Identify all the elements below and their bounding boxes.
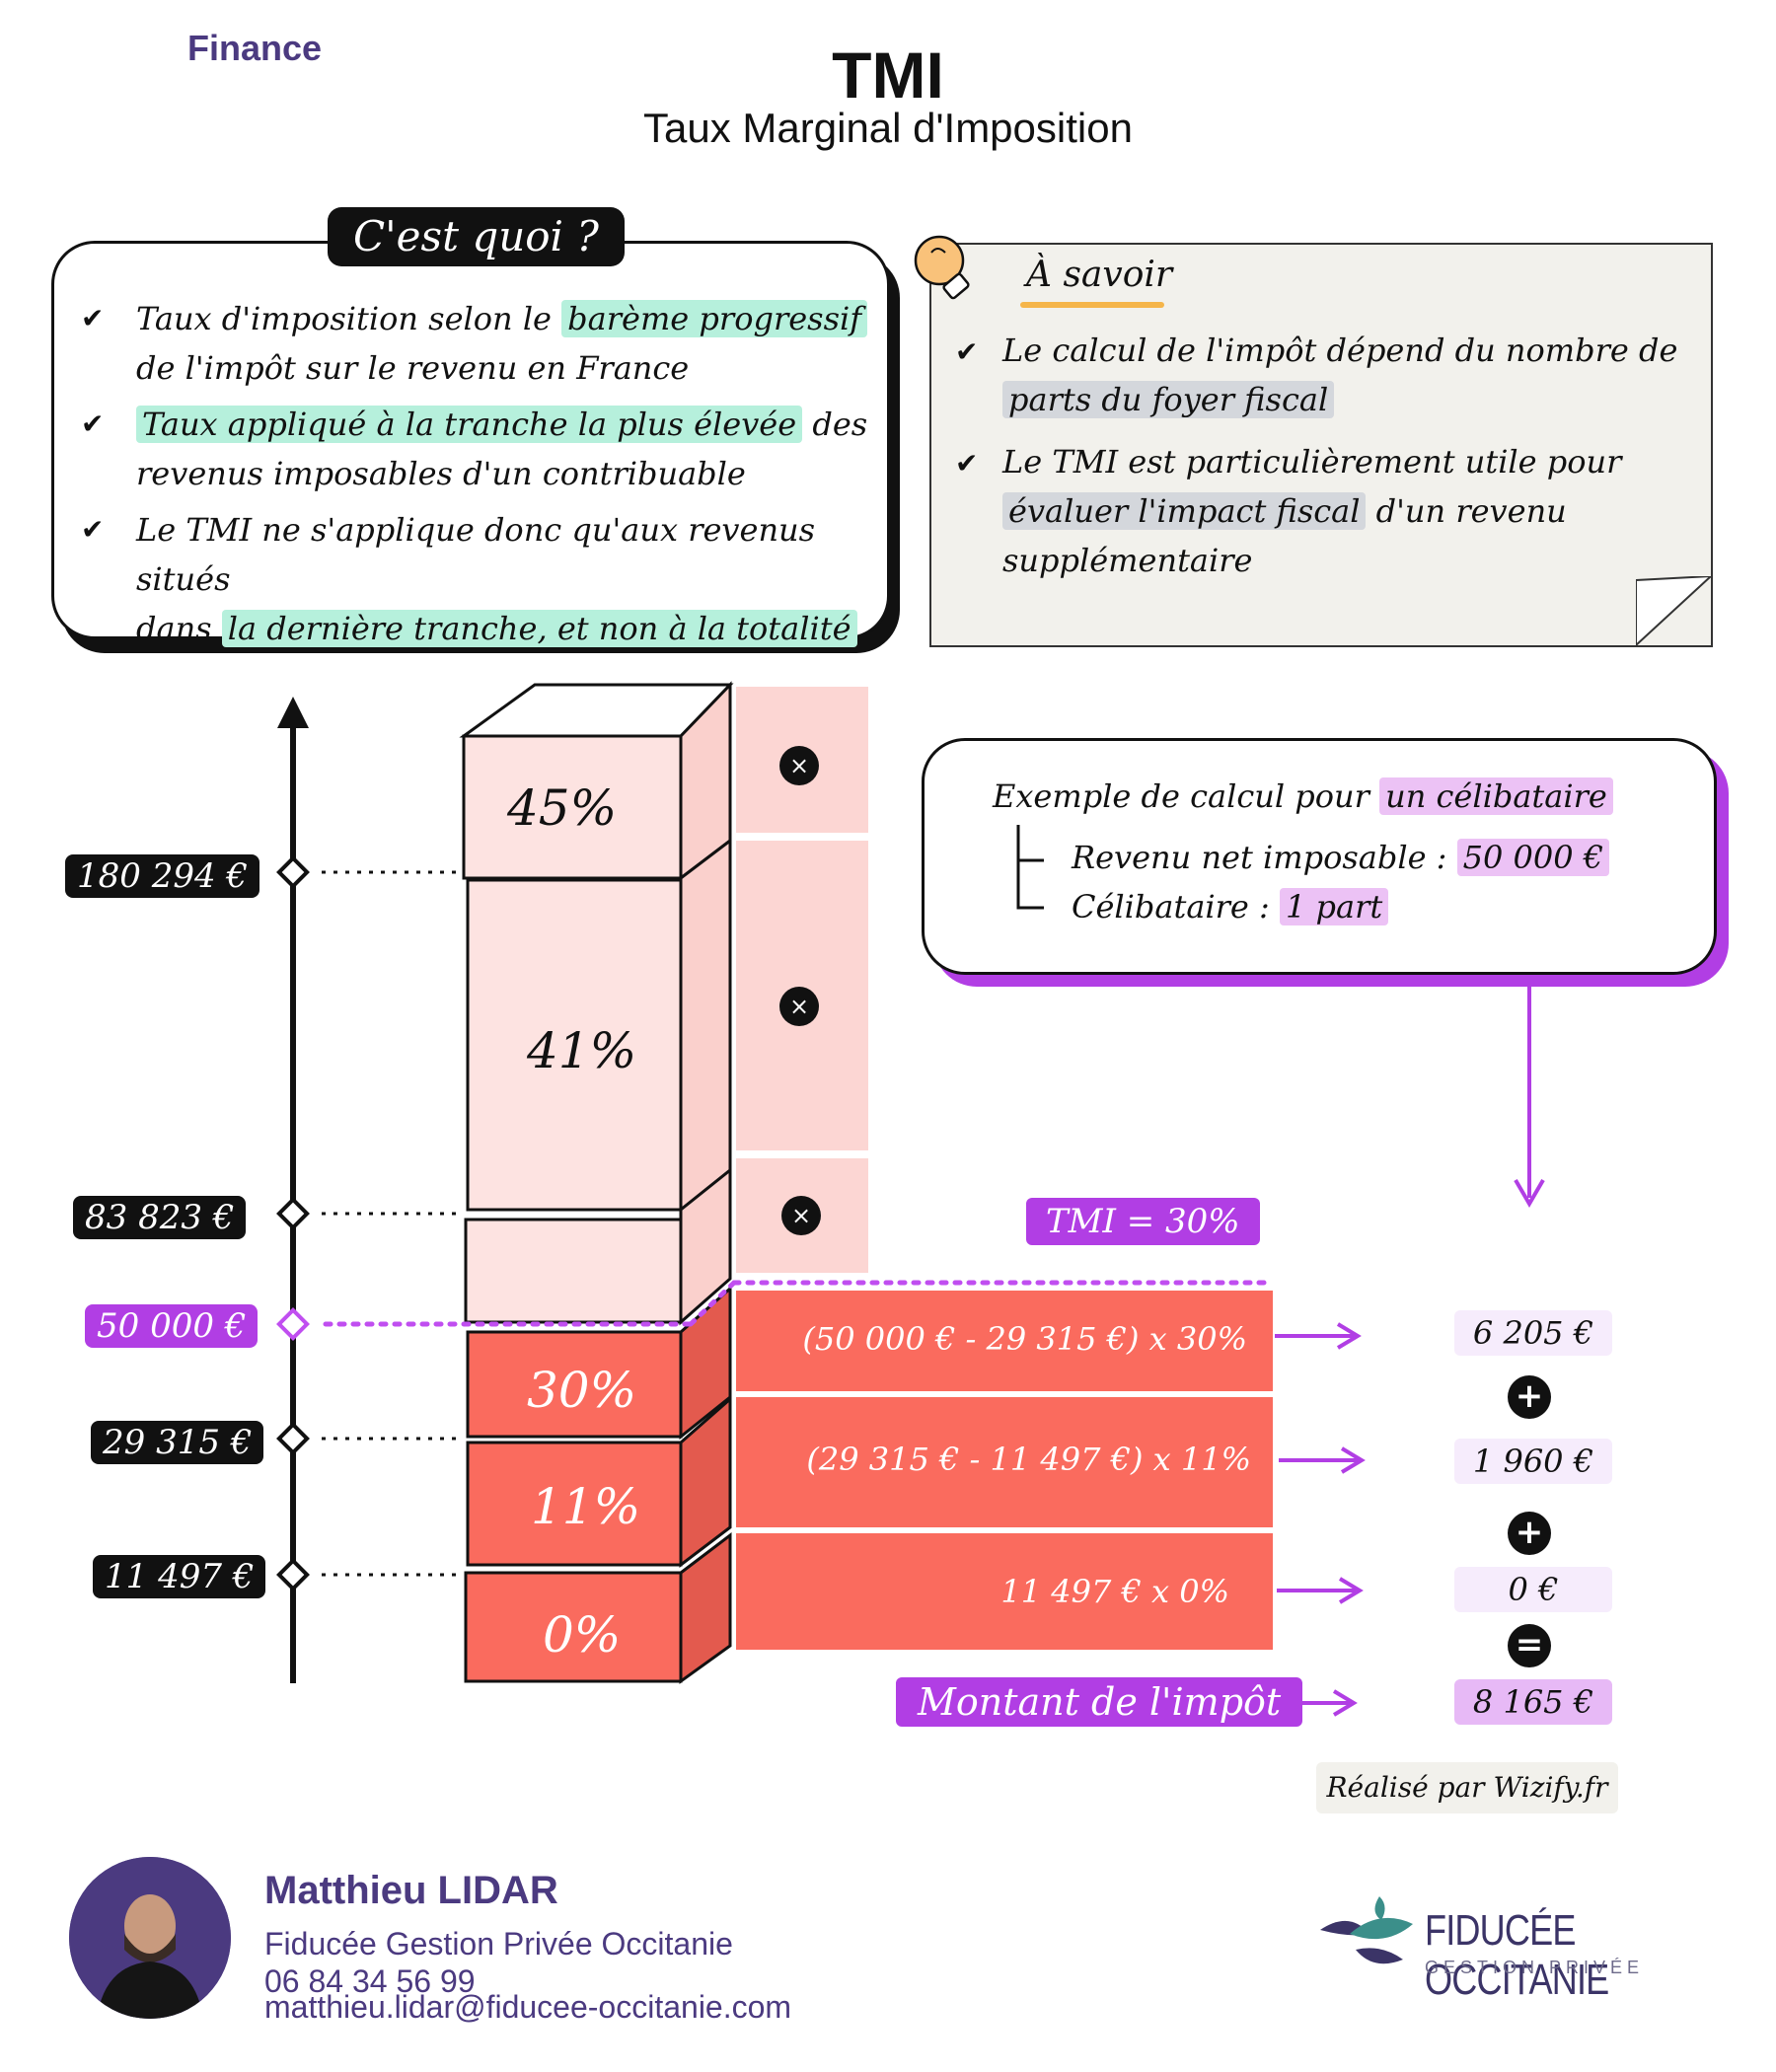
- author-email[interactable]: matthieu.lidar@fiducee-occitanie.com: [264, 1989, 792, 2025]
- tree-connector: [1016, 825, 1044, 910]
- check-icon: ✔: [955, 336, 979, 367]
- rate-label: 45%: [507, 779, 618, 837]
- equals-icon: =: [1508, 1624, 1551, 1667]
- info-item-2: Le TMI est particulièrement utile pour é…: [1002, 437, 1683, 585]
- rate-label: 41%: [527, 1022, 637, 1079]
- rate-label: 0%: [543, 1606, 622, 1664]
- band-11: [736, 1397, 1273, 1527]
- threshold-label: 29 315 €: [91, 1421, 264, 1464]
- example-highlight: 1 part: [1279, 888, 1389, 925]
- definition-text: Le TMI ne s'applique donc qu'aux revenus…: [136, 511, 816, 598]
- definition-badge: C'est quoi ?: [328, 207, 625, 266]
- block-30-front-light: [464, 1218, 683, 1324]
- band-30: [736, 1291, 1273, 1391]
- definition-item-1: ✔ Taux d'imposition selon le barème prog…: [51, 294, 884, 393]
- example-income: Revenu net imposable : 50 000 €: [1072, 839, 1610, 876]
- block-30-front: [466, 1330, 683, 1439]
- check-icon: ✔: [81, 303, 105, 333]
- threshold-diamond-income: [276, 1307, 310, 1341]
- definition-text: de l'impôt sur le revenu en France: [136, 349, 690, 387]
- calc-11: (29 315 € - 11 497 €) x 11%: [806, 1441, 1251, 1478]
- income-marker-diagonal: [688, 1280, 737, 1327]
- block-41-side: [679, 837, 732, 1214]
- threshold-label: 11 497 €: [93, 1555, 266, 1598]
- info-note-card: [929, 243, 1713, 647]
- excluded-x-icon: ×: [779, 987, 819, 1026]
- definition-item-2: ✔ Taux appliqué à la tranche la plus éle…: [51, 400, 884, 498]
- person-icon: [69, 1857, 231, 2019]
- definition-item-3: ✔ Le TMI ne s'applique donc qu'aux reven…: [51, 505, 884, 647]
- info-text: Le TMI est particulièrement utile pour: [1002, 443, 1622, 481]
- result-total: 8 165 €: [1454, 1679, 1612, 1725]
- definition-highlight: Taux appliqué à la tranche la plus élevé…: [136, 406, 803, 443]
- info-item-1: Le calcul de l'impôt dépend du nombre de…: [1002, 326, 1683, 424]
- author-phone[interactable]: 06 84 34 56 99: [264, 1963, 476, 1999]
- info-text: supplémentaire: [1002, 542, 1253, 579]
- avatar: [69, 1857, 231, 2019]
- fiducee-logo-icon: [1320, 1896, 1413, 1964]
- example-text: Revenu net imposable :: [1072, 839, 1457, 876]
- author-company: Fiducée Gestion Privée Occitanie: [264, 1926, 733, 1961]
- threshold-diamond: [276, 1558, 310, 1591]
- threshold-label: 83 823 €: [73, 1196, 247, 1239]
- block-45-front: [462, 734, 683, 880]
- example-highlight: 50 000 €: [1456, 839, 1610, 876]
- title-underline: [1020, 302, 1164, 308]
- threshold-diamond: [276, 1197, 310, 1230]
- result-value: 0 €: [1454, 1567, 1612, 1612]
- info-highlight: parts du foyer fiscal: [1002, 381, 1335, 418]
- excluded-x-icon: ×: [779, 746, 819, 785]
- excluded-x-icon: ×: [781, 1196, 821, 1235]
- threshold-label: 180 294 €: [65, 854, 260, 898]
- definition-text: dans: [136, 610, 222, 647]
- block-0-front: [464, 1571, 683, 1683]
- example-intro: Exemple de calcul pour un célibataire: [993, 777, 1613, 815]
- info-note-title: À savoir: [1026, 255, 1173, 295]
- definition-text: des: [802, 406, 868, 443]
- page-title: TMI: [832, 38, 944, 111]
- info-text: Le calcul de l'impôt dépend du nombre de: [1002, 332, 1678, 369]
- threshold-diamond: [276, 1422, 310, 1455]
- calc-0: 11 497 € x 0%: [1000, 1573, 1229, 1610]
- arrow-head-icon: [1514, 1178, 1545, 1208]
- block-41-front: [466, 878, 683, 1212]
- rate-label: 30%: [527, 1362, 637, 1419]
- tmi-badge: TMI = 30%: [1026, 1198, 1260, 1245]
- lightbulb-icon: [914, 235, 970, 300]
- block-11-front: [466, 1441, 683, 1567]
- example-highlight: un célibataire: [1379, 777, 1613, 815]
- logo-subtitle: GESTION PRIVÉE: [1425, 1958, 1645, 1977]
- result-arrows: [1271, 1322, 1366, 1717]
- definition-text: Taux d'imposition selon le: [136, 300, 562, 337]
- result-value: 6 205 €: [1454, 1310, 1612, 1356]
- author-name: Matthieu LIDAR: [264, 1869, 558, 1912]
- threshold-diamond: [276, 855, 310, 889]
- check-icon: ✔: [81, 514, 105, 545]
- result-value: 1 960 €: [1454, 1439, 1612, 1484]
- check-icon: ✔: [81, 408, 105, 439]
- info-highlight: évaluer l'impact fiscal: [1002, 492, 1367, 530]
- logo-name: FIDUCÉE OCCITANIE: [1425, 1906, 1609, 2004]
- definition-text: revenus imposables d'un contribuable: [136, 455, 746, 492]
- category-tag: Finance: [187, 28, 323, 68]
- credit-label: Réalisé par Wizify.fr: [1316, 1762, 1618, 1813]
- calc-30: (50 000 € - 29 315 €) x 30%: [802, 1320, 1247, 1358]
- example-text: Exemple de calcul pour: [993, 777, 1380, 815]
- check-icon: ✔: [955, 448, 979, 479]
- band-0: [736, 1533, 1273, 1650]
- rate-label: 11%: [531, 1478, 641, 1535]
- info-text: d'un revenu: [1366, 492, 1567, 530]
- axis-arrow-icon: [277, 697, 309, 728]
- definition-highlight: la dernière tranche, et non à la totalit…: [221, 610, 857, 647]
- tax-amount-label: Montant de l'impôt: [896, 1677, 1303, 1727]
- threshold-label-income: 50 000 €: [85, 1304, 259, 1348]
- example-status: Célibataire : 1 part: [1072, 888, 1389, 925]
- definition-highlight: barème progressif: [561, 300, 868, 337]
- plus-icon: +: [1508, 1375, 1551, 1419]
- example-text: Célibataire :: [1072, 888, 1280, 925]
- plus-icon: +: [1508, 1512, 1551, 1555]
- page-fold-icon: [1636, 576, 1711, 645]
- page-subtitle: Taux Marginal d'Imposition: [643, 105, 1133, 151]
